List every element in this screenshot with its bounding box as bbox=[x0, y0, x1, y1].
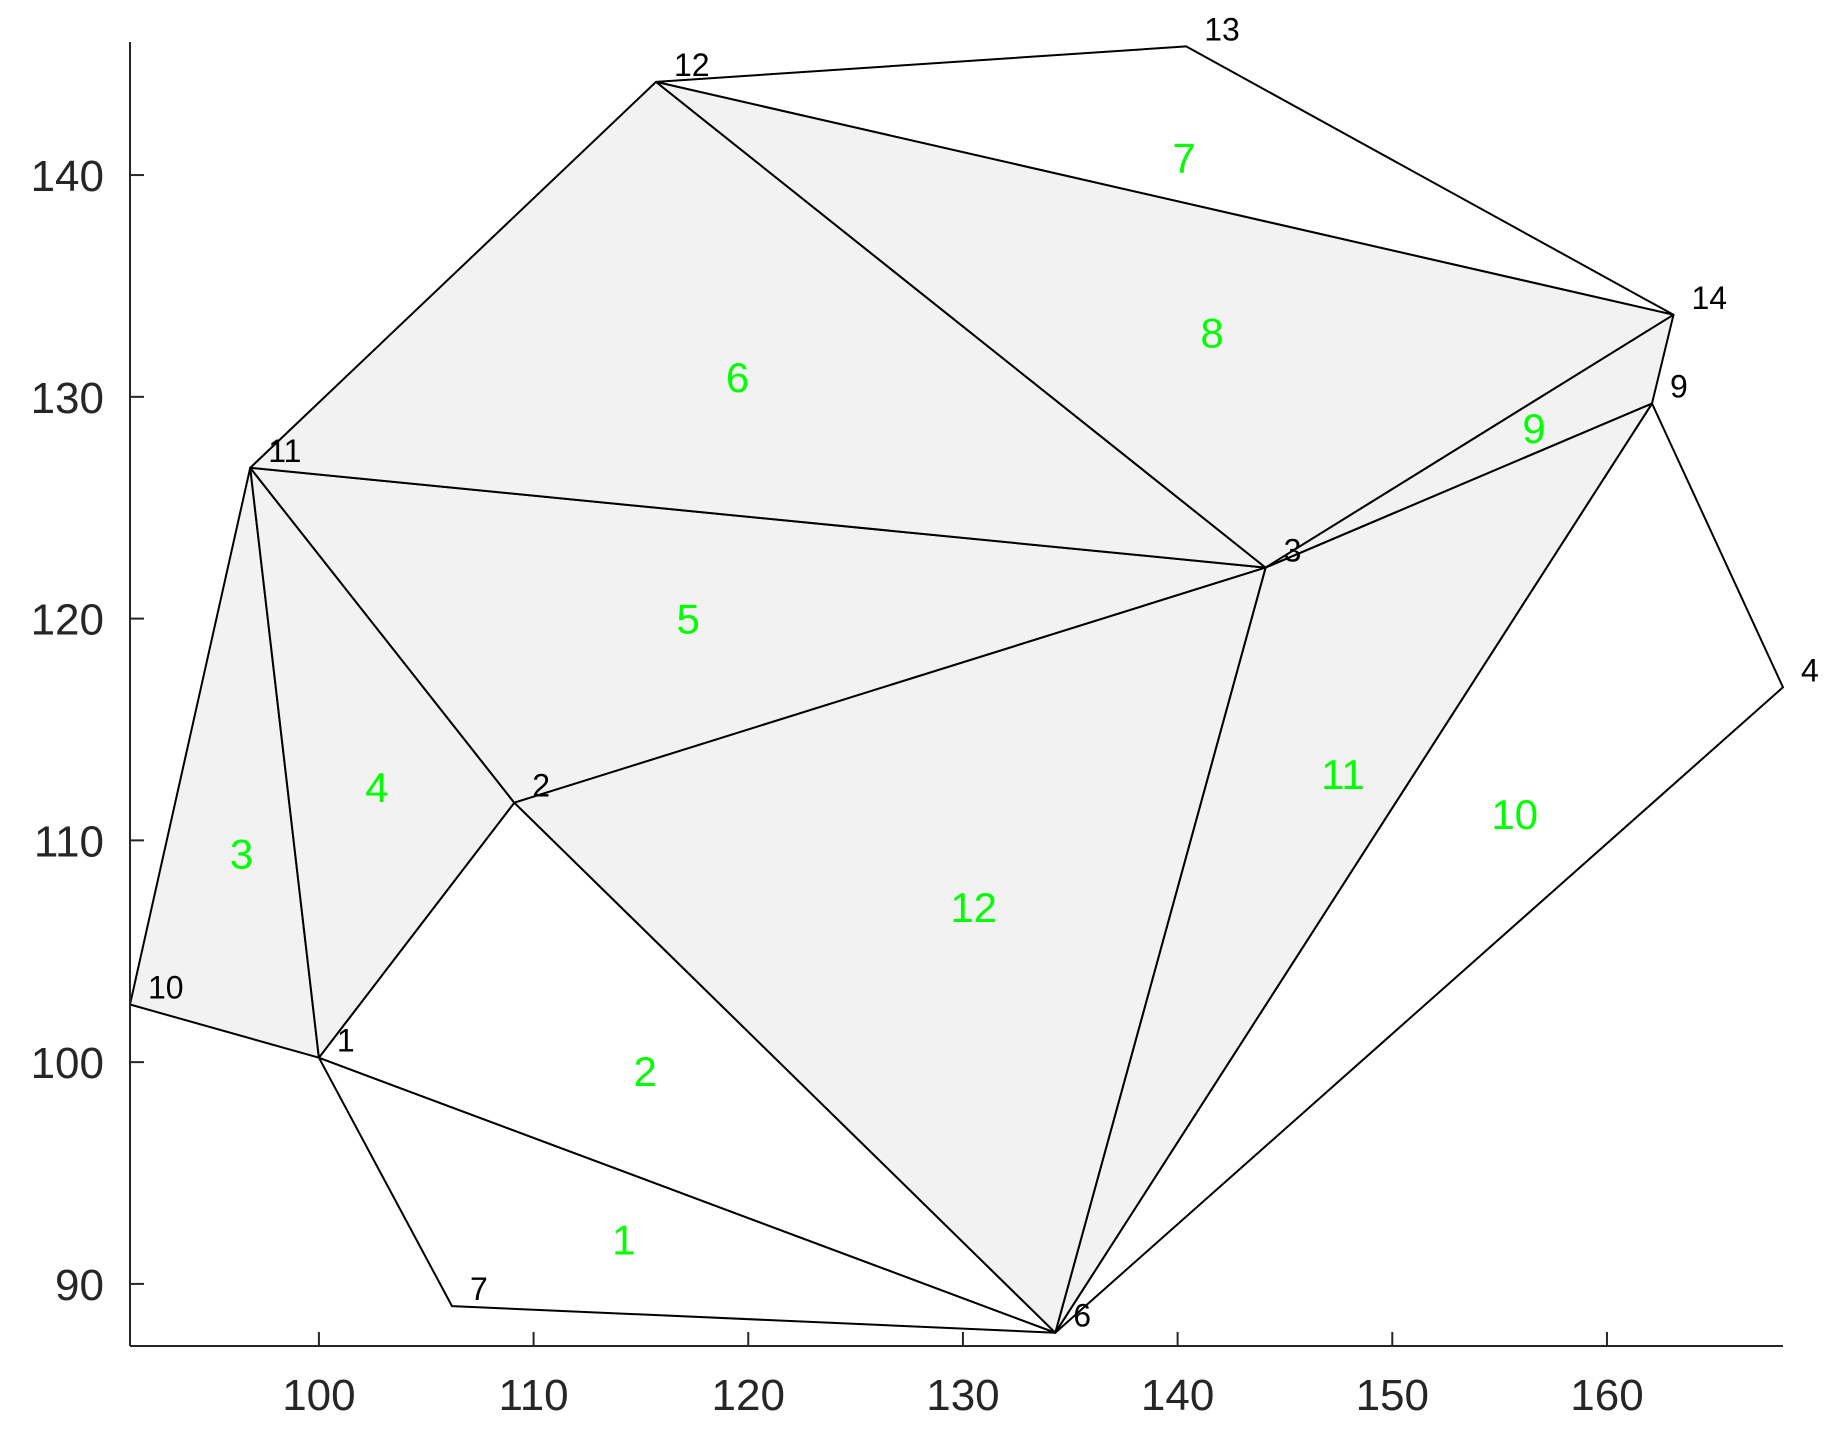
triangle-12 bbox=[513, 566, 1267, 1334]
node-label: 10 bbox=[148, 970, 184, 1006]
node-label: 14 bbox=[1692, 280, 1728, 316]
triangle-label: 11 bbox=[1321, 751, 1365, 798]
node-label: 12 bbox=[674, 47, 710, 83]
triangles-layer bbox=[129, 45, 1784, 1334]
triangle-label: 5 bbox=[677, 596, 700, 643]
node-label: 2 bbox=[532, 768, 550, 804]
x-tick-label: 160 bbox=[1570, 1371, 1643, 1420]
node-label: 4 bbox=[1801, 652, 1819, 688]
node-label: 13 bbox=[1204, 11, 1240, 47]
y-tick-label: 90 bbox=[55, 1261, 104, 1310]
triangle-label: 6 bbox=[726, 354, 749, 401]
y-tick-label: 130 bbox=[31, 374, 104, 423]
node-label: 11 bbox=[268, 433, 301, 469]
node-label: 7 bbox=[470, 1271, 488, 1307]
y-tick-label: 100 bbox=[31, 1039, 104, 1088]
triangle-label: 8 bbox=[1200, 310, 1223, 357]
triangle-label: 3 bbox=[230, 831, 253, 878]
x-tick-label: 150 bbox=[1356, 1371, 1429, 1420]
node-label: 9 bbox=[1670, 369, 1688, 405]
x-tick-label: 120 bbox=[712, 1371, 785, 1420]
node-label: 3 bbox=[1284, 533, 1302, 569]
y-tick-label: 120 bbox=[31, 596, 104, 645]
node-label: 6 bbox=[1073, 1298, 1091, 1334]
axes bbox=[129, 42, 1783, 1347]
x-tick-label: 100 bbox=[282, 1371, 355, 1420]
y-tick-label: 110 bbox=[34, 817, 104, 866]
x-tick-label: 140 bbox=[1141, 1371, 1214, 1420]
triangle-label: 1 bbox=[612, 1217, 635, 1264]
triangle-label: 9 bbox=[1522, 405, 1545, 452]
triangle-label: 2 bbox=[634, 1048, 657, 1095]
triangle-label: 12 bbox=[950, 884, 997, 931]
y-tick-label: 140 bbox=[31, 152, 104, 201]
triangle-label: 7 bbox=[1172, 134, 1195, 181]
x-tick-label: 110 bbox=[499, 1371, 569, 1420]
triangle-label: 10 bbox=[1491, 791, 1538, 838]
x-tick-label: 130 bbox=[926, 1371, 999, 1420]
triangle-label: 4 bbox=[365, 764, 388, 811]
node-label: 1 bbox=[337, 1023, 355, 1059]
